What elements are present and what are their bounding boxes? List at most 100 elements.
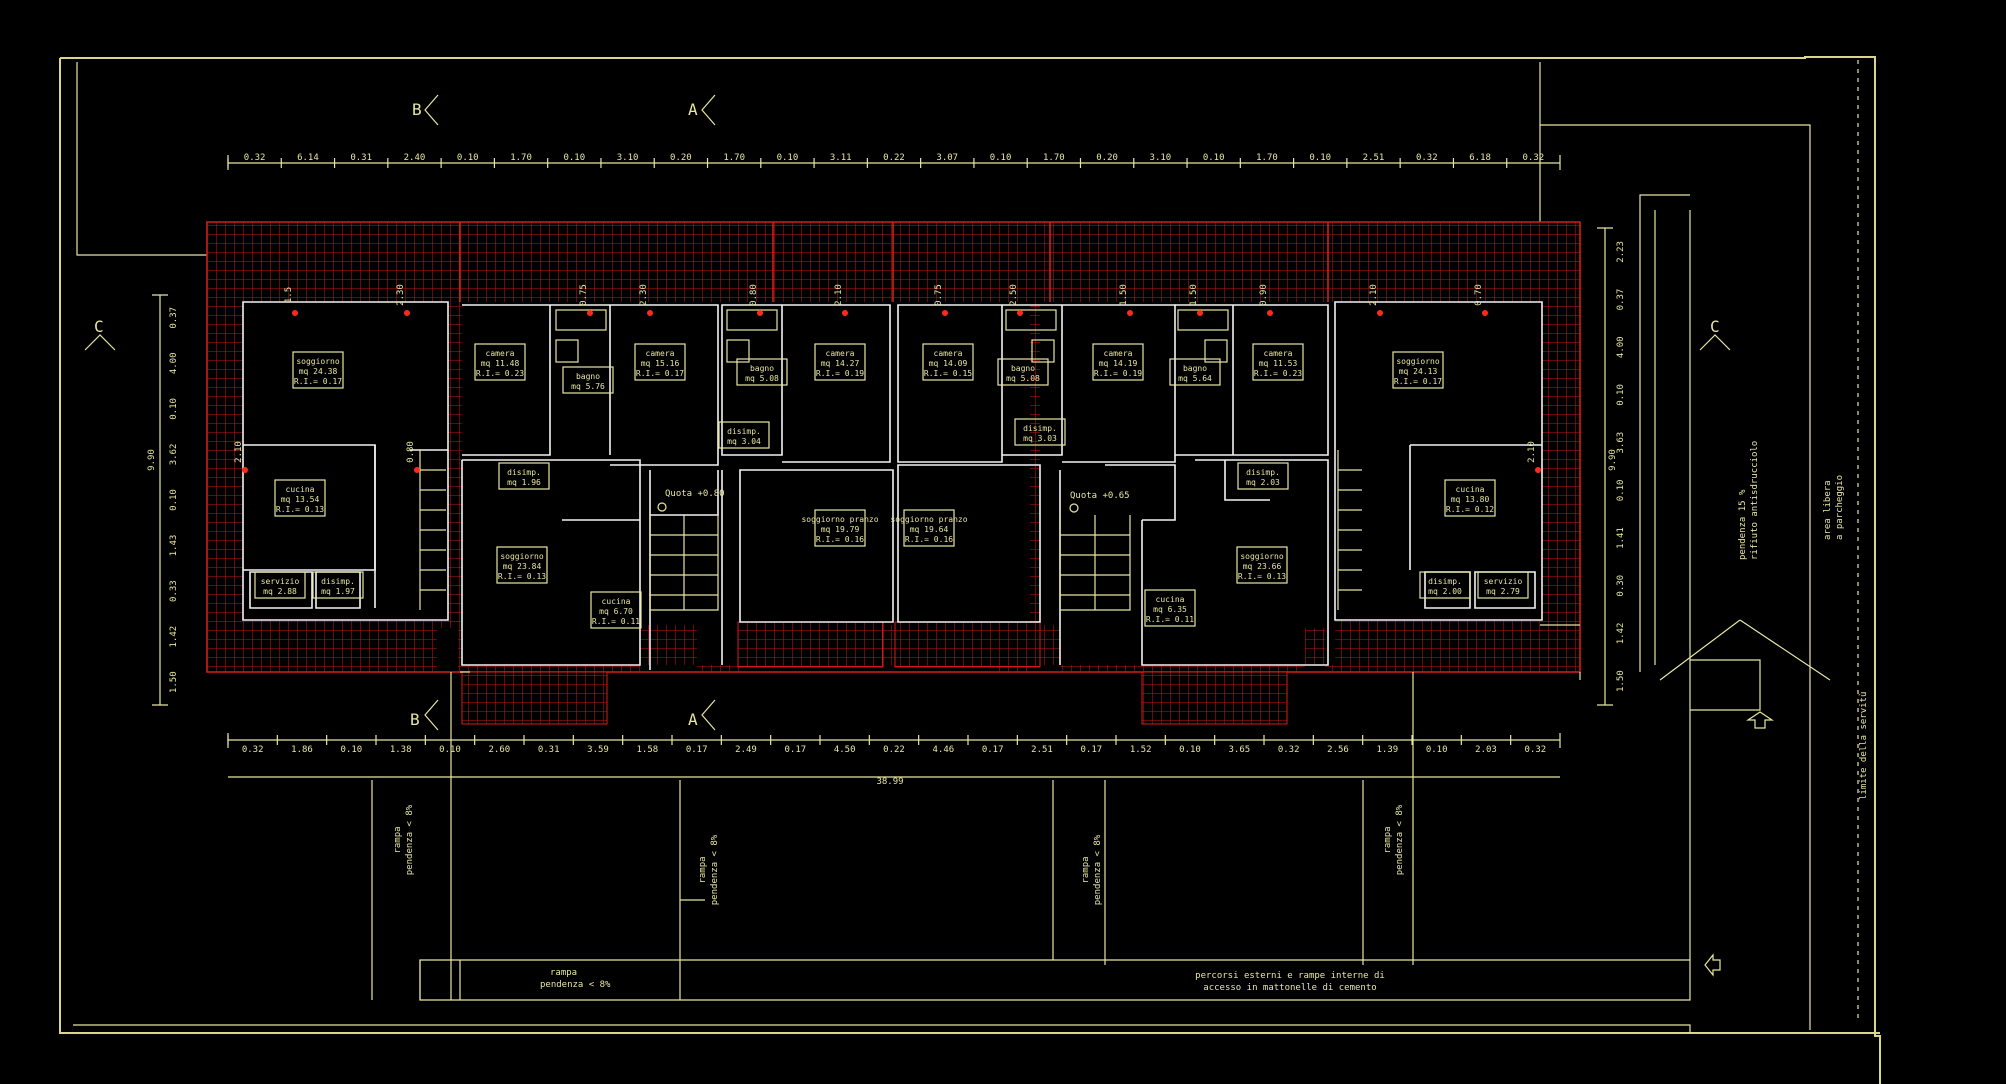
window-marker: [647, 310, 653, 316]
top-dims-label: 1.70: [1043, 153, 1065, 163]
bottom-dims-label: 0.32: [1278, 745, 1300, 755]
window-tag-label: 0.75: [579, 284, 589, 306]
ramp-label-line1: rampa: [698, 856, 708, 883]
bottom-dims-label: 0.31: [538, 745, 560, 755]
room-label-box: [997, 358, 1049, 386]
room-label-text: servizio: [261, 577, 300, 586]
section-marker-a-top: A: [688, 100, 698, 119]
room-label-box: [590, 591, 642, 629]
room-label-text: cucina: [286, 485, 315, 494]
room-label-text: R.I.= 0.19: [816, 369, 864, 378]
right-total-label: 9.90: [1608, 449, 1618, 471]
room-label-box: [634, 343, 686, 381]
window-tag-label: 2.50: [1009, 284, 1019, 306]
left-dims-label: 1.50: [169, 671, 179, 693]
right-dims-label: 0.30: [1616, 575, 1626, 597]
bottom-dims-label: 1.38: [390, 745, 412, 755]
room-label-text: soggiorno: [1396, 357, 1440, 366]
bottom-dims-label: 0.17: [982, 745, 1004, 755]
left-dims-label: 3.62: [169, 444, 179, 466]
bottom-dims-label: 2.51: [1031, 745, 1053, 755]
top-dims-label: 0.10: [563, 153, 585, 163]
left-dims-label: 0.33: [169, 580, 179, 602]
top-dims-label: 0.10: [990, 153, 1012, 163]
section-marker-a-bottom: A: [688, 710, 698, 729]
room-label-text: cucina: [1456, 485, 1485, 494]
bottom-dims-label: 4.50: [834, 745, 856, 755]
room-label-box: [496, 546, 548, 584]
room-label-text: camera: [1264, 349, 1293, 358]
room-label-box: [254, 571, 306, 599]
section-marker-b-bottom: B: [410, 710, 420, 729]
top-dims-label: 6.14: [297, 153, 319, 163]
ramps-and-paths: [371, 194, 1831, 1001]
top-dims-label: 3.07: [936, 153, 958, 163]
access-note-line2: accesso in mattonelle di cemento: [1203, 983, 1376, 993]
bottom-dims-label: 0.17: [686, 745, 708, 755]
room-label-text: mq 11.53: [1259, 359, 1298, 368]
window-marker: [942, 310, 948, 316]
room-label-text: mq 1.96: [507, 478, 541, 487]
room-label-box: [718, 421, 770, 449]
limite-servitu-label: limite della servitù: [1859, 692, 1869, 800]
room-label-text: soggiorno: [296, 357, 340, 366]
room-label-box: [1392, 351, 1444, 389]
window-marker: [1377, 310, 1383, 316]
room-label-text: mq 24.38: [299, 367, 338, 376]
room-label-text: mq 3.04: [727, 437, 761, 446]
area-libera-line2: a parcheggio: [1835, 475, 1845, 540]
top-dims-label: 3.10: [1150, 153, 1172, 163]
bottom-ramp-label: rampa pendenza < 8%: [540, 968, 611, 990]
stairs: [419, 450, 1362, 611]
ramp-label-line2: pendenza < 8%: [405, 804, 415, 875]
room-label-box: [1092, 343, 1144, 381]
left-dims-label: 0.10: [169, 398, 179, 420]
section-markers: B A C C B A: [84, 94, 1731, 731]
top-dims-label: 0.10: [1309, 153, 1331, 163]
bottom-dims-label: 0.10: [340, 745, 362, 755]
window-tag-label: 2.10: [834, 284, 844, 306]
room-label-box: [903, 509, 955, 547]
room-label-text: mq 14.09: [929, 359, 968, 368]
room-label-text: cucina: [1156, 595, 1185, 604]
right-ramp-line1: pendenza 15 %: [1738, 489, 1748, 560]
room-label-text: mq 14.27: [821, 359, 860, 368]
room-label-text: mq 3.03: [1023, 434, 1057, 443]
left-dimension-labels: 0.374.000.103.620.101.430.331.421.50: [169, 307, 179, 693]
room-label-text: bagno: [750, 364, 774, 373]
interior-walls: [242, 301, 1543, 670]
room-label-text: mq 23.84: [503, 562, 542, 571]
section-marker-c-left: C: [94, 317, 104, 336]
window-marker: [1482, 310, 1488, 316]
room-label-box: [814, 509, 866, 547]
room-label-box: [1169, 358, 1221, 386]
window-tag-label: 0.80: [749, 284, 759, 306]
room-label-text: R.I.= 0.15: [924, 369, 972, 378]
window-tag-label: 2.10: [1527, 441, 1537, 463]
room-label-text: R.I.= 0.19: [1094, 369, 1142, 378]
room-label-text: R.I.= 0.12: [1446, 505, 1494, 514]
ramp-label-line1: rampa: [393, 826, 403, 853]
room-label-text: camera: [486, 349, 515, 358]
quota-marker-east: [1069, 503, 1079, 513]
room-label-text: mq 19.64: [910, 525, 949, 534]
window-tag-label: 2.30: [396, 284, 406, 306]
right-dims-label: 2.23: [1616, 241, 1626, 263]
room-label-text: bagno: [1183, 364, 1207, 373]
right-dimension-labels: 2.230.374.000.103.630.101.410.301.421.50: [1616, 241, 1626, 692]
window-marker: [1267, 310, 1273, 316]
room-label-text: mq 6.70: [599, 607, 633, 616]
top-dims-label: 0.32: [1416, 153, 1438, 163]
room-label-text: R.I.= 0.13: [498, 572, 546, 581]
section-marker-c-right: C: [1710, 317, 1720, 336]
tiled-terrace-area: [206, 221, 1581, 725]
room-label-text: disimp.: [1428, 577, 1462, 586]
bottom-dims-label: 2.56: [1327, 745, 1349, 755]
window-marker: [1127, 310, 1133, 316]
room-label-text: cucina: [602, 597, 631, 606]
window-marker: [587, 310, 593, 316]
ramp-label-line2: pendenza < 8%: [1093, 834, 1103, 905]
room-label-text: servizio: [1484, 577, 1523, 586]
